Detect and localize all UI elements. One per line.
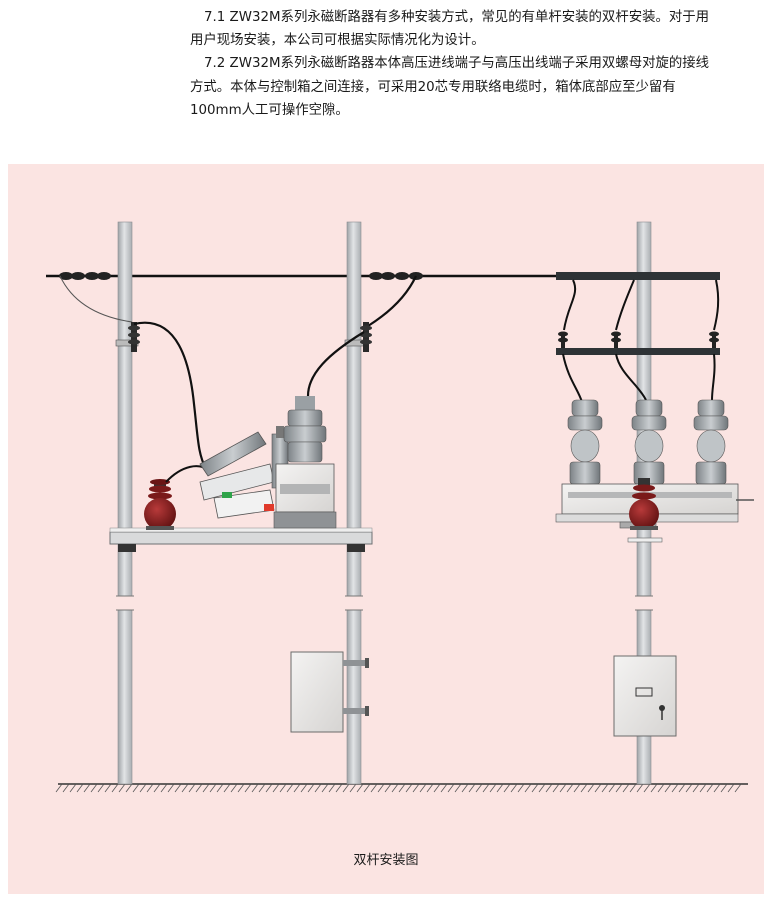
control-box-left [290, 651, 369, 733]
cable-left [133, 321, 207, 470]
cross-arm-lower [556, 348, 720, 355]
ground-line [55, 783, 748, 793]
pole-middle [345, 221, 363, 785]
isolating-switch [199, 426, 289, 519]
line-insulators-left [59, 272, 111, 280]
installation-diagram: 双杆安装图 [8, 164, 764, 894]
para2-line2: 方式。本体与控制箱之间连接，可采用20芯专用联络电缆时，箱体底部应至少留有 [190, 79, 676, 95]
control-box-right [613, 655, 677, 737]
cross-arm-top [556, 272, 720, 280]
drop-insulators-right [558, 331, 719, 348]
line-insulators-middle [369, 272, 423, 280]
para1-line1: 7.1 ZW32M系列永磁断路器有多种安装方式，常见的有单杆安装的双杆安装。对于… [204, 10, 710, 25]
para2-line3: 100mm人工可操作空隙。 [190, 102, 349, 118]
mounting-platform [109, 527, 373, 552]
breaker-left [273, 396, 337, 529]
voltage-transformer-right [629, 478, 659, 530]
figure-caption: 双杆安装图 [353, 853, 419, 868]
pole-left [116, 221, 134, 785]
diagram-drawing [46, 221, 754, 793]
para1-line2: 用户现场安装，本公司可根据实际情况化为设计。 [190, 33, 485, 49]
instructions-text: 7.1 ZW32M系列永磁断路器有多种安装方式，常见的有单杆安装的双杆安装。对于… [190, 6, 762, 122]
pin-insulator-left [115, 322, 140, 352]
cable-middle [306, 331, 365, 397]
voltage-transformer [144, 479, 176, 530]
para2-line1: 7.2 ZW32M系列永磁断路器本体高压进线端子与高压出线端子采用双螺母对旋的接… [204, 56, 710, 72]
